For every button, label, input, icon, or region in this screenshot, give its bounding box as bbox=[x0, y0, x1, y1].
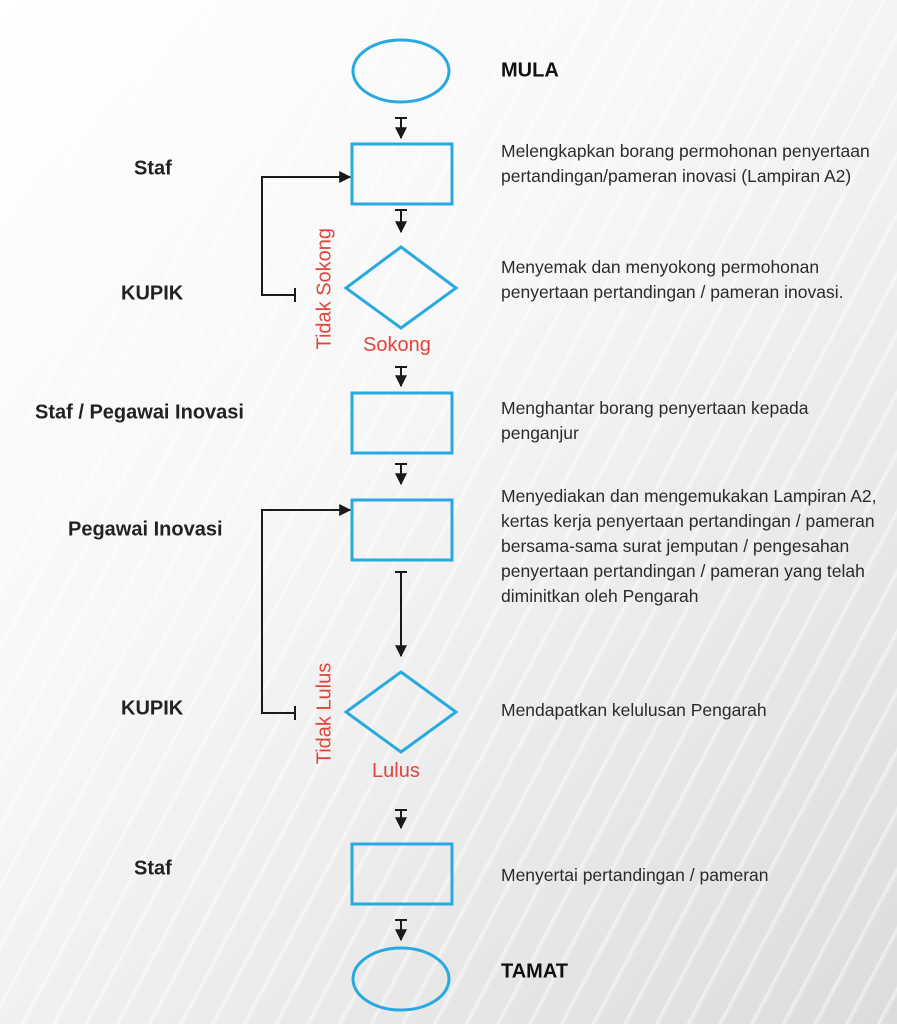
arrow-decision1-to-step2 bbox=[395, 366, 407, 388]
arrow-step4-to-end bbox=[395, 919, 407, 942]
process-box-1 bbox=[350, 142, 454, 206]
end-terminal bbox=[351, 946, 451, 1012]
arrow-decision2-to-step4 bbox=[395, 809, 407, 830]
arrow-step3-to-decision2 bbox=[395, 571, 407, 658]
role-label-staf-1: Staf bbox=[134, 157, 172, 180]
end-label: TAMAT bbox=[501, 960, 569, 983]
process-box-4 bbox=[350, 842, 454, 906]
role-label-pegawai-inovasi: Pegawai Inovasi bbox=[68, 518, 223, 541]
description-step4: Menyertai pertandingan / pameran bbox=[501, 865, 769, 885]
start-terminal bbox=[351, 38, 451, 104]
branch-label-tidak-sokong: Tidak Sokong bbox=[313, 227, 336, 350]
branch-label-sokong: Sokong bbox=[363, 334, 431, 356]
arrow-start-to-step1 bbox=[395, 117, 407, 140]
description-step2: Menghantar borang penyertaan kepada peng… bbox=[501, 398, 809, 443]
process-box-3 bbox=[350, 498, 454, 562]
feedback-arrow-1 bbox=[261, 171, 352, 302]
branch-label-tidak-lulus: Tidak Lulus bbox=[313, 662, 336, 765]
arrow-step1-to-decision1 bbox=[395, 209, 407, 234]
description-decision2: Mendapatkan kelulusan Pengarah bbox=[501, 700, 767, 720]
start-label: MULA bbox=[501, 59, 559, 82]
branch-label-lulus: Lulus bbox=[372, 760, 420, 782]
arrow-step2-to-step3 bbox=[395, 463, 407, 486]
role-label-staf-pegawai: Staf / Pegawai Inovasi bbox=[35, 401, 244, 424]
description-step3: Menyediakan dan mengemukakan Lampiran A2… bbox=[501, 486, 877, 606]
description-step1: Melengkapkan borang permohonan penyertaa… bbox=[501, 141, 870, 186]
decision-diamond-1 bbox=[343, 245, 459, 330]
role-label-staf-2: Staf bbox=[134, 857, 172, 880]
process-box-2 bbox=[350, 391, 454, 455]
feedback-arrow-2 bbox=[261, 504, 352, 720]
role-label-kupik-2: KUPIK bbox=[121, 697, 184, 720]
role-label-kupik-1: KUPIK bbox=[121, 282, 184, 305]
description-decision1: Menyemak dan menyokong permohonan penyer… bbox=[501, 257, 844, 302]
decision-diamond-2 bbox=[343, 670, 459, 754]
